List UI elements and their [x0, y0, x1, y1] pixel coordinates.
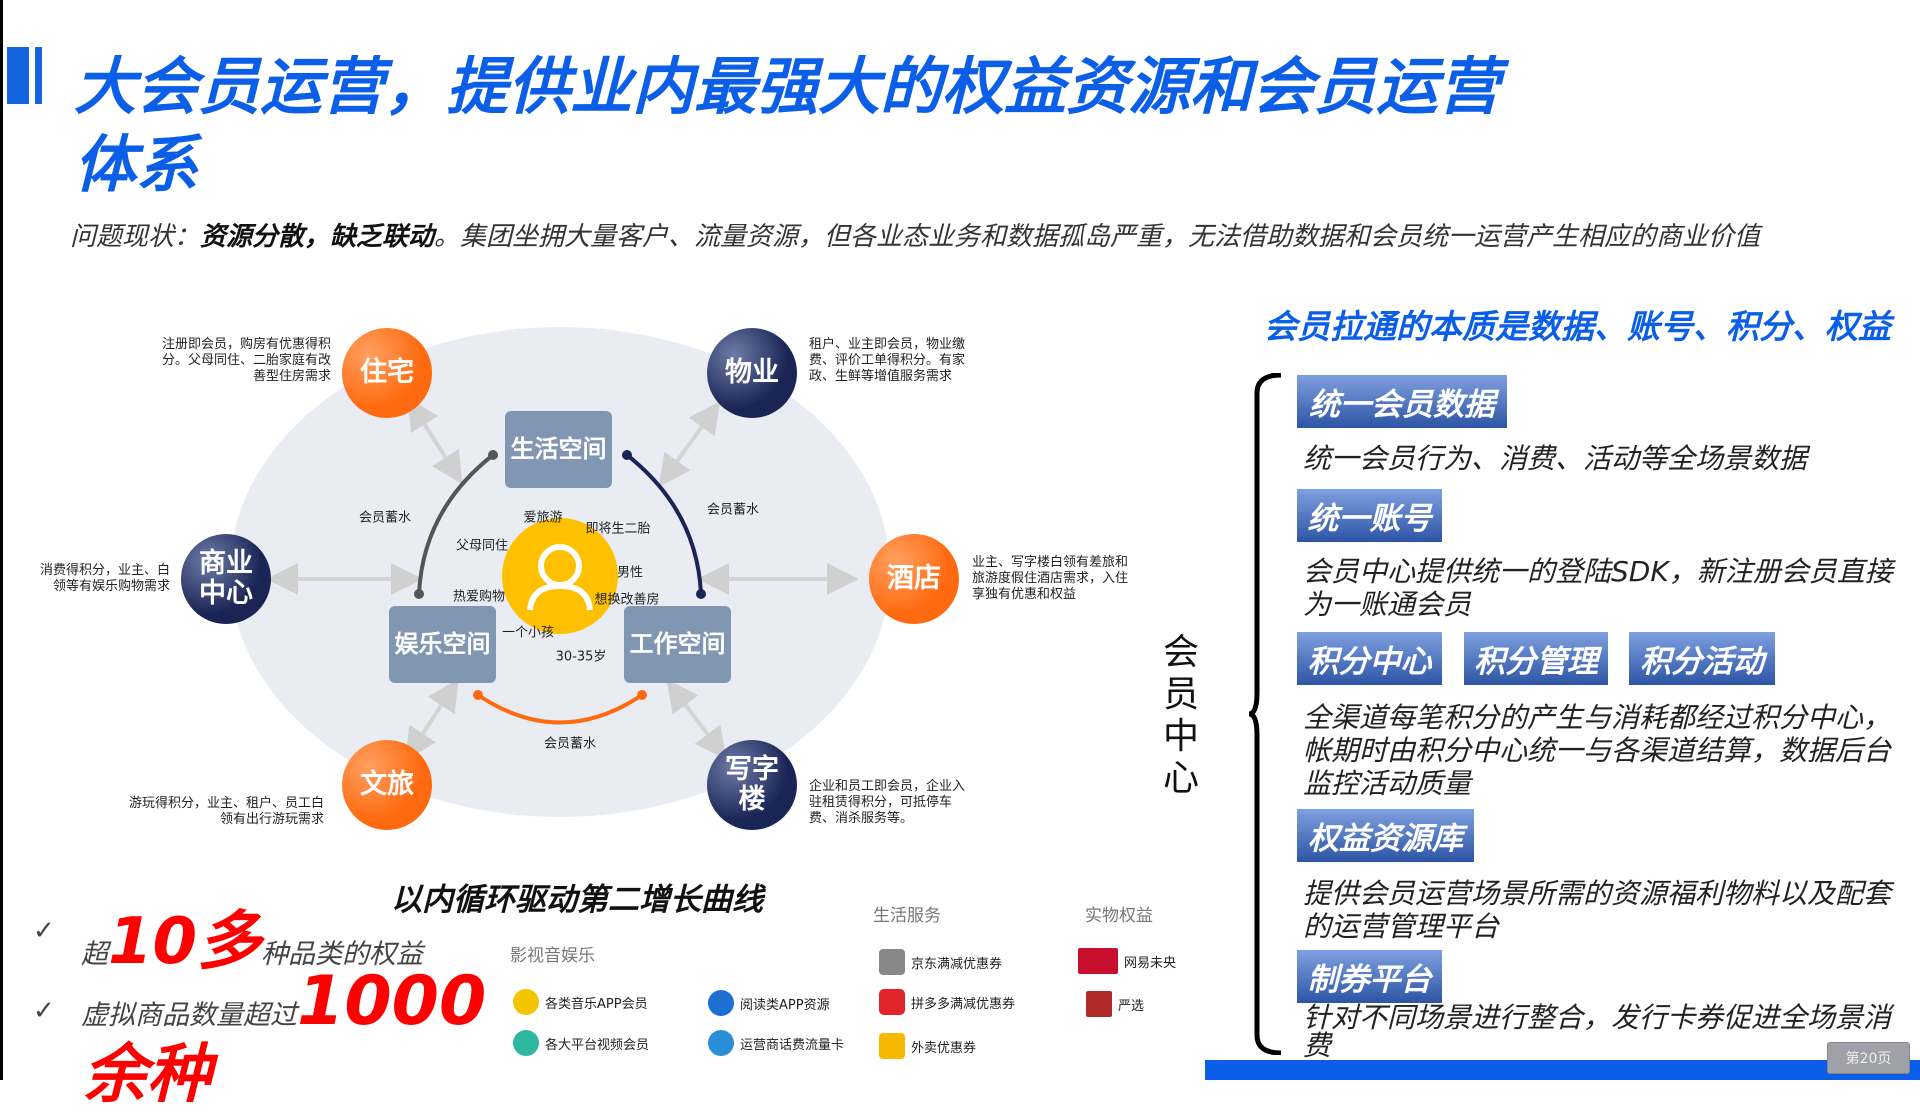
persona-tag: 30-35岁: [555, 649, 607, 665]
benefit-item: 外卖优惠券: [879, 1033, 976, 1059]
check-icon: ✓: [33, 916, 55, 946]
node-hotel: 酒店: [869, 534, 959, 624]
diagram-connectors: [266, 397, 859, 761]
tag-coupon-platform: 制券平台: [1297, 950, 1442, 1003]
page-number-badge: 第20页: [1827, 1042, 1910, 1074]
pinduoduo-icon: [879, 989, 905, 1015]
music-app-icon: [513, 989, 539, 1015]
problem-prefix: 问题现状：: [70, 222, 201, 252]
title-accent-bar-thin: [35, 47, 42, 104]
check-icon: ✓: [33, 996, 55, 1026]
desc-coupon-platform: 针对不同场景进行整合，发行卡券促进全场景消费: [1303, 1001, 1892, 1062]
category-media: 影视音娱乐: [510, 946, 595, 966]
tag-points-management: 积分管理: [1464, 632, 1608, 685]
benefit-point: 超10多种品类的权益: [81, 890, 423, 982]
note-hotel: 业主、写字楼白领有差旅和旅游度假住酒店需求，入住享独有优惠和权益: [972, 555, 1129, 602]
item-label: 拼多多满减优惠券: [911, 996, 1016, 1012]
item-label: 严选: [1118, 998, 1145, 1014]
category-life: 生活服务: [873, 906, 941, 926]
footer-bar: [1205, 1060, 1920, 1080]
tag-unified-data: 统一会员数据: [1297, 375, 1507, 428]
point-highlight: 1000: [297, 962, 487, 1041]
point-highlight: 10多: [108, 905, 262, 979]
flow-label: 会员蓄水: [358, 510, 412, 526]
flow-label: 会员蓄水: [706, 502, 760, 518]
persona-tag: 一个小孩: [501, 625, 555, 641]
weiyang-logo-icon: [1078, 948, 1118, 974]
persona-tag: 父母同住: [455, 538, 509, 554]
member-persona-circle: [502, 518, 618, 634]
benefit-item: 网易未央: [1078, 948, 1176, 974]
space-entertainment: 娱乐空间: [389, 606, 496, 683]
note-residential: 注册即会员，购房有优惠得积分。父母同住、二胎家庭有改善型住房需求: [161, 337, 331, 384]
flow-label: 会员蓄水: [543, 736, 597, 752]
item-label: 京东满减优惠券: [911, 956, 1003, 972]
growth-heading: 以内循环驱动第二增长曲线: [391, 882, 763, 918]
note-tourism: 游玩得积分，业主、租户、员工白领有出行游玩需求: [129, 796, 325, 827]
meituan-icon: [879, 1033, 905, 1059]
user-icon: [527, 544, 593, 611]
note-property: 租户、业主即会员，物业缴费、评价工单得积分。有家政、生鲜等增值服务需求: [809, 337, 966, 384]
node-property: 物业: [707, 328, 797, 418]
note-office: 企业和员工即会员，企业入驻租赁得积分，可抵停车费、消杀服务等。: [809, 779, 966, 826]
brace-icon: [1249, 373, 1282, 1055]
persona-tag: 即将生二胎: [585, 521, 651, 537]
point-highlight: 余种: [83, 1038, 211, 1112]
desc-points: 全渠道每笔积分的产生与消耗都经过积分中心，帐期时由积分中心统一与各渠道结算，数据…: [1303, 701, 1892, 800]
desc-unified-data: 统一会员行为、消费、活动等全场景数据: [1303, 442, 1808, 475]
desc-benefits-library: 提供会员运营场景所需的资源福利物料以及配套的运营管理平台: [1303, 877, 1892, 943]
video-app-icon: [513, 1030, 539, 1056]
persona-tag: 热爱购物: [452, 589, 506, 605]
item-label: 各大平台视频会员: [545, 1037, 650, 1053]
persona-tag: 想换改善房: [594, 592, 660, 608]
category-physical: 实物权益: [1085, 906, 1153, 926]
desc-unified-account: 会员中心提供统一的登陆SDK，新注册会员直接为一账通会员: [1303, 555, 1893, 621]
space-work: 工作空间: [624, 606, 731, 683]
tag-benefits-library: 权益资源库: [1297, 809, 1474, 862]
item-label: 阅读类APP资源: [740, 997, 830, 1013]
item-label: 外卖优惠券: [911, 1040, 977, 1056]
yanxuan-logo-icon: [1086, 991, 1112, 1017]
space-life: 生活空间: [505, 411, 612, 488]
node-commercial: 商业中心: [181, 534, 271, 624]
benefit-point: 虚拟商品数量超过1000: [81, 962, 486, 1041]
reading-app-icon: [708, 990, 734, 1016]
persona-tag: 爱旅游: [523, 510, 563, 526]
benefit-item: 各大平台视频会员: [513, 1030, 649, 1056]
problem-statement: 问题现状：资源分散，缺乏联动。集团坐拥大量客户、流量资源，但各业态业务和数据孤岛…: [70, 216, 1760, 253]
problem-highlight: 资源分散，缺乏联动: [200, 222, 435, 252]
benefit-item: 京东满减优惠券: [879, 949, 1002, 975]
benefit-item: 严选: [1086, 991, 1144, 1017]
persona-tag: 男性: [616, 565, 644, 581]
page-title: 大会员运营，提供业内最强大的权益资源和会员运营体系: [74, 50, 1501, 201]
china-mobile-icon: [708, 1030, 734, 1056]
point-text: 虚拟商品数量超过: [81, 1000, 297, 1031]
item-label: 网易未央: [1124, 955, 1177, 971]
member-center-label: 会员中心: [1162, 632, 1199, 799]
title-accent-bar: [7, 47, 29, 104]
item-label: 各类音乐APP会员: [545, 996, 648, 1012]
note-commercial: 消费得积分，业主、白领等有娱乐购物需求: [39, 563, 170, 594]
benefit-item: 运营商话费流量卡: [708, 1030, 844, 1056]
member-essence-heading: 会员拉通的本质是数据、账号、积分、权益: [1264, 307, 1891, 346]
point-text: 种品类的权益: [261, 939, 424, 970]
benefit-item: 拼多多满减优惠券: [879, 989, 1015, 1015]
tag-unified-account: 统一账号: [1297, 489, 1442, 542]
benefit-item: 阅读类APP资源: [708, 990, 830, 1016]
tag-points-activity: 积分活动: [1629, 632, 1775, 685]
item-label: 运营商话费流量卡: [740, 1037, 845, 1053]
problem-text: 。集团坐拥大量客户、流量资源，但各业态业务和数据孤岛严重，无法借助数据和会员统一…: [434, 222, 1761, 252]
node-residential: 住宅: [342, 328, 432, 418]
jd-icon: [879, 949, 905, 975]
tag-points-center: 积分中心: [1297, 632, 1442, 685]
node-office: 写字楼: [707, 740, 797, 830]
point-text: 超: [81, 939, 108, 970]
benefit-item: 各类音乐APP会员: [513, 989, 648, 1015]
node-tourism: 文旅: [342, 740, 432, 830]
